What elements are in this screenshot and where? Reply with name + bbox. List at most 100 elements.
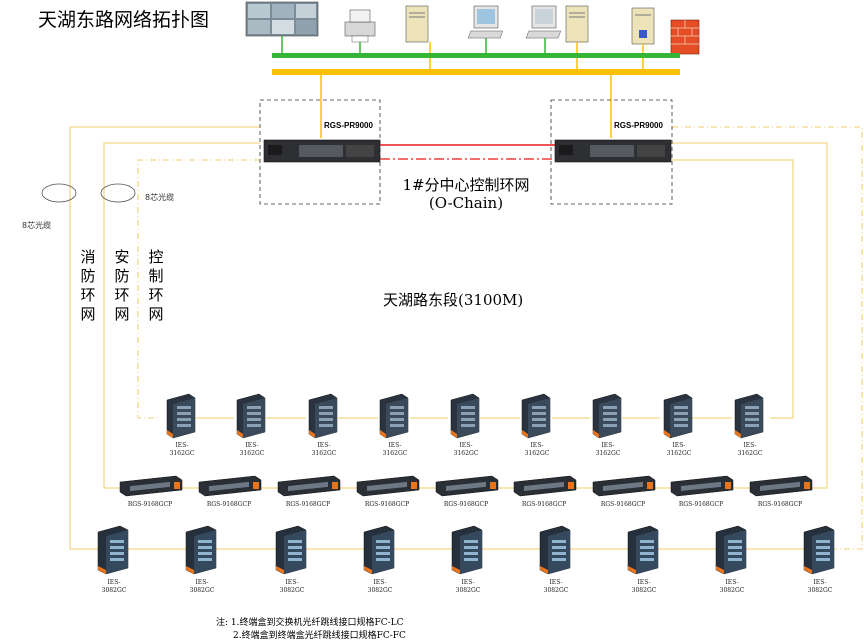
device-label: 3162GC — [738, 450, 763, 457]
device-label: 3162GC — [454, 450, 479, 457]
device-label: IES- — [459, 442, 472, 449]
device-label: RGS-9168GCP — [128, 501, 172, 508]
device-label: IES- — [530, 442, 543, 449]
device-label: RGS-9168GCP — [286, 501, 330, 508]
green-bus — [272, 53, 680, 58]
note-line-1: 注: 1.终端盒到交换机光纤跳线接口规格FC-LC — [216, 616, 404, 628]
switch-rgs-9168gcp: RGS-9168GCP — [356, 475, 420, 508]
device-label: 3162GC — [596, 450, 621, 457]
device-label: IES- — [549, 579, 562, 586]
device-label: 3082GC — [190, 587, 215, 594]
device-label: IES- — [601, 442, 614, 449]
device-label: 3082GC — [368, 587, 393, 594]
workstation-icon — [467, 5, 504, 39]
switch-ies-3082gc: IES-3082GC — [451, 525, 483, 594]
device-label: 3162GC — [667, 450, 692, 457]
page-title: 天湖东路网络拓扑图 — [38, 9, 209, 31]
device-label: RGS-9168GCP — [207, 501, 251, 508]
switch-ies-3082gc: IES-3082GC — [363, 525, 395, 594]
device-label: 3082GC — [102, 587, 127, 594]
firewall-icon — [670, 19, 700, 55]
green-drops — [281, 36, 546, 53]
device-label: 3082GC — [456, 587, 481, 594]
core-switch-right — [554, 139, 672, 163]
switch-rgs-9168gcp: RGS-9168GCP — [749, 475, 813, 508]
switch-ies-3162gc: IES-3162GC — [521, 393, 551, 457]
core-switch-right-label: RGS-PR9000 — [614, 121, 663, 130]
device-label: IES- — [672, 442, 685, 449]
device-label: IES- — [175, 442, 188, 449]
device-label: 3082GC — [808, 587, 833, 594]
fiber-lines — [69, 126, 863, 550]
switch-ies-3162gc: IES-3162GC — [166, 393, 196, 457]
device-label: 3082GC — [544, 587, 569, 594]
switch-rgs-9168gcp: RGS-9168GCP — [513, 475, 577, 508]
vertical-label-char: 制 — [148, 267, 163, 285]
switch-ies-3162gc: IES-3162GC — [450, 393, 480, 457]
switch-ies-3162gc: IES-3162GC — [236, 393, 266, 457]
device-label: 3162GC — [383, 450, 408, 457]
device-label: IES- — [725, 579, 738, 586]
fiber-label-left: 8芯光缆 — [22, 220, 51, 230]
switch-ies-3082gc: IES-3082GC — [627, 525, 659, 594]
segment-label: 天湖路东段(3100M) — [383, 291, 523, 309]
switch-ies-3082gc: IES-3082GC — [185, 525, 217, 594]
switch-rgs-9168gcp: RGS-9168GCP — [670, 475, 734, 508]
device-label: RGS-9168GCP — [758, 501, 802, 508]
note-line-2: 2.终端盒到终端盒光纤跳线接口规格FC-FC — [233, 629, 406, 641]
fiber-label-mid: 8芯光缆 — [145, 192, 174, 202]
cable-bundle-icon — [41, 183, 77, 203]
ring-subtitle: (O-Chain) — [429, 194, 503, 212]
switch-ies-3082gc: IES-3082GC — [803, 525, 835, 594]
ring-title: 1#分中心控制环网 — [402, 176, 529, 194]
device-label: IES- — [813, 579, 826, 586]
switch-ies-3082gc: IES-3082GC — [715, 525, 747, 594]
server-tower-icon — [631, 7, 655, 45]
core-switch-left — [263, 139, 381, 163]
monitor-wall-icon — [245, 1, 319, 37]
device-label: IES- — [388, 442, 401, 449]
switch-rgs-9168gcp: RGS-9168GCP — [198, 475, 262, 508]
device-label: IES- — [195, 579, 208, 586]
switch-ies-3082gc: IES-3082GC — [275, 525, 307, 594]
switch-ies-3162gc: IES-3162GC — [308, 393, 338, 457]
core-switch-left-label: RGS-PR9000 — [324, 121, 373, 130]
device-label: IES- — [743, 442, 756, 449]
switch-rgs-9168gcp: RGS-9168GCP — [435, 475, 499, 508]
vertical-label-char: 环 — [80, 286, 95, 304]
device-label: RGS-9168GCP — [679, 501, 723, 508]
device-label: RGS-9168GCP — [444, 501, 488, 508]
row-rgs-9168gcp: RGS-9168GCP RGS-9168GCP RGS-9168GCP RGS-916… — [119, 475, 813, 508]
switch-rgs-9168gcp: RGS-9168GCP — [277, 475, 341, 508]
row-ies-3082gc: IES-3082GCIES-3082GCIES-3082GCIES-3082GC… — [97, 525, 835, 594]
device-label: 3162GC — [312, 450, 337, 457]
switch-ies-3162gc: IES-3162GC — [663, 393, 693, 457]
vertical-label-char: 防 — [114, 267, 129, 285]
vertical-label-char: 消 — [80, 248, 95, 266]
yellow-bus — [272, 69, 680, 75]
switch-ies-3162gc: IES-3162GC — [379, 393, 409, 457]
vertical-label-char: 控 — [148, 248, 163, 266]
switch-ies-3162gc: IES-3162GC — [734, 393, 764, 457]
switch-ies-3082gc: IES-3082GC — [539, 525, 571, 594]
switch-rgs-9168gcp: RGS-9168GCP — [592, 475, 656, 508]
device-label: 3082GC — [280, 587, 305, 594]
vertical-label-char: 网 — [80, 305, 95, 323]
device-label: IES- — [245, 442, 258, 449]
cable-bundle-icon — [100, 183, 136, 203]
vertical-label-char: 网 — [148, 305, 163, 323]
switch-ies-3082gc: IES-3082GC — [97, 525, 129, 594]
device-label: IES- — [637, 579, 650, 586]
vertical-label-char: 防 — [80, 267, 95, 285]
server-tower-icon — [565, 5, 589, 43]
device-label: IES- — [317, 442, 330, 449]
workstation-icon — [525, 5, 562, 39]
device-label: IES- — [461, 579, 474, 586]
switch-rgs-9168gcp: RGS-9168GCP — [119, 475, 183, 508]
device-label: IES- — [107, 579, 120, 586]
device-label: 3082GC — [720, 587, 745, 594]
row-ies-3162gc: IES-3162GCIES-3162GCIES-3162GCIES-3162GC… — [166, 393, 764, 457]
device-label: 3162GC — [170, 450, 195, 457]
